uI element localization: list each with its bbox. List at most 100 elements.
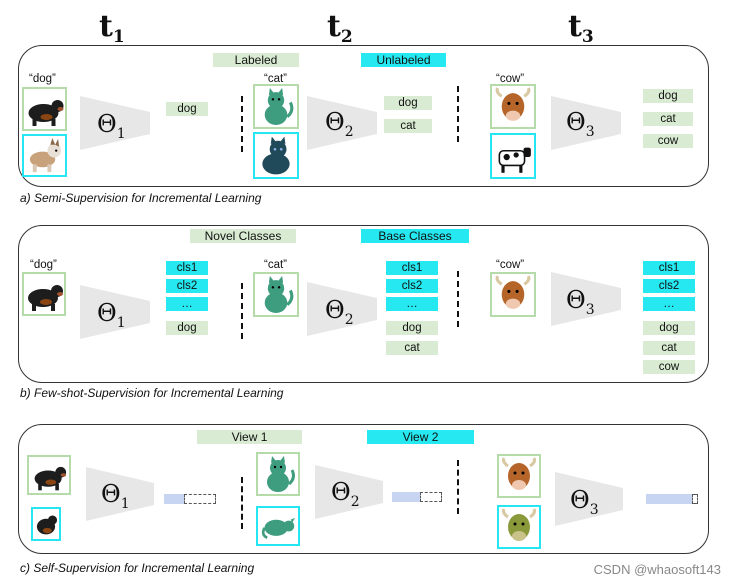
quote-cow: “cow”	[496, 259, 525, 271]
output-cat: cat	[384, 119, 432, 133]
legend-view-1: View 1	[197, 430, 302, 444]
encoder-3-trapezoid	[551, 272, 621, 326]
encoder-1-trapezoid	[86, 467, 154, 521]
feature-filled-segment	[164, 494, 184, 504]
theta-3-label: Θ3	[566, 108, 595, 140]
cat-image	[253, 272, 299, 317]
green-cat-icon	[264, 88, 294, 125]
output-dog: dog	[643, 89, 693, 103]
output-cow: cow	[643, 134, 693, 148]
dog-image-unlabeled	[22, 134, 67, 177]
base-class-2: cls2	[166, 279, 208, 293]
dog-view-2-image	[31, 507, 61, 541]
step-separator	[457, 460, 459, 514]
base-class-1: cls1	[643, 261, 695, 275]
cow-view-2-image	[497, 505, 541, 549]
encoder-1-trapezoid	[80, 285, 150, 339]
dog-image	[22, 272, 66, 316]
feature-dashed-segment	[692, 494, 698, 504]
cow-view-1-image	[497, 454, 541, 498]
encoder-2-trapezoid	[307, 96, 377, 150]
output-dog: dog	[386, 321, 438, 335]
base-class-ellipsis: …	[643, 297, 695, 311]
step-separator	[241, 283, 243, 339]
panel-c-frame	[18, 424, 709, 554]
theta-1-label: Θ1	[101, 480, 130, 512]
output-dog: dog	[643, 321, 695, 335]
husky-dog-icon	[29, 137, 62, 173]
theta-2-label: Θ2	[331, 478, 360, 510]
step-t3-header: t3	[568, 9, 594, 48]
rotated-cat-icon	[261, 517, 296, 539]
feature-vector	[164, 494, 218, 504]
panel-b-frame	[18, 225, 709, 383]
black-dog-icon	[34, 466, 67, 491]
caption-b: b) Few-shot-Supervision for Incremental …	[20, 386, 284, 400]
theta-2-label: Θ2	[325, 108, 354, 140]
legend-labeled: Labeled	[213, 53, 299, 67]
base-class-ellipsis: …	[166, 297, 208, 311]
cat-view-1-image	[256, 452, 300, 496]
dog-image-labeled	[22, 87, 67, 131]
quote-cow: “cow”	[496, 73, 525, 85]
legend-view-2: View 2	[367, 430, 474, 444]
cow-image-labeled	[490, 84, 536, 129]
step-separator	[457, 271, 459, 327]
encoder-3-trapezoid	[555, 472, 623, 526]
cow-image	[490, 272, 536, 317]
brown-cow-icon	[502, 457, 536, 490]
quote-dog: “dog”	[30, 259, 57, 271]
green-cat-icon	[264, 276, 294, 313]
base-class-1: cls1	[166, 261, 208, 275]
theta-3-label: Θ3	[566, 286, 595, 318]
brown-cow-icon	[495, 275, 531, 309]
feature-dashed-segment	[184, 494, 216, 504]
step-separator	[241, 96, 243, 152]
output-dog: dog	[166, 102, 208, 116]
output-cow: cow	[643, 360, 695, 374]
caption-a: a) Semi-Supervision for Incremental Lear…	[20, 191, 262, 205]
feature-vector	[646, 494, 700, 504]
theta-2-label: Θ2	[325, 296, 354, 328]
theta-3-label: Θ3	[570, 486, 599, 518]
dog-view-1-image	[27, 455, 71, 495]
feature-filled-segment	[392, 492, 420, 502]
feature-vector	[392, 492, 446, 502]
step-separator	[457, 86, 459, 142]
panel-a-frame	[18, 45, 709, 187]
black-dog-crop-icon	[36, 515, 58, 535]
encoder-2-trapezoid	[315, 465, 383, 519]
step-separator	[241, 477, 243, 529]
legend-novel-classes: Novel Classes	[190, 229, 296, 243]
output-dog: dog	[166, 321, 208, 335]
base-class-2: cls2	[643, 279, 695, 293]
olive-cow-icon	[502, 508, 536, 541]
cow-image-unlabeled	[490, 133, 536, 179]
brown-cow-icon	[495, 87, 531, 121]
feature-filled-segment	[646, 494, 692, 504]
output-cat: cat	[643, 341, 695, 355]
base-class-2: cls2	[386, 279, 438, 293]
encoder-1-trapezoid	[80, 96, 150, 150]
encoder-2-trapezoid	[307, 282, 377, 336]
output-cat: cat	[386, 341, 438, 355]
green-cat-icon	[267, 456, 295, 492]
watermark: CSDN @whaosoft143	[593, 562, 721, 577]
quote-cat: “cat”	[264, 259, 287, 271]
output-dog: dog	[384, 96, 432, 110]
step-t2-header: t2	[327, 9, 353, 48]
cat-image-labeled	[253, 84, 299, 129]
legend-base-classes: Base Classes	[361, 229, 469, 243]
base-class-ellipsis: …	[386, 297, 438, 311]
theta-1-label: Θ1	[97, 299, 126, 331]
holstein-cow-icon	[498, 147, 531, 173]
black-dog-icon	[28, 285, 63, 311]
theta-1-label: Θ1	[97, 110, 126, 142]
black-dog-icon	[28, 100, 64, 126]
caption-c: c) Self-Supervision for Incremental Lear…	[20, 561, 255, 575]
quote-dog: “dog”	[29, 73, 56, 85]
feature-dashed-segment	[420, 492, 442, 502]
legend-unlabeled: Unlabeled	[361, 53, 446, 67]
base-class-1: cls1	[386, 261, 438, 275]
cat-view-2-image	[256, 506, 300, 546]
